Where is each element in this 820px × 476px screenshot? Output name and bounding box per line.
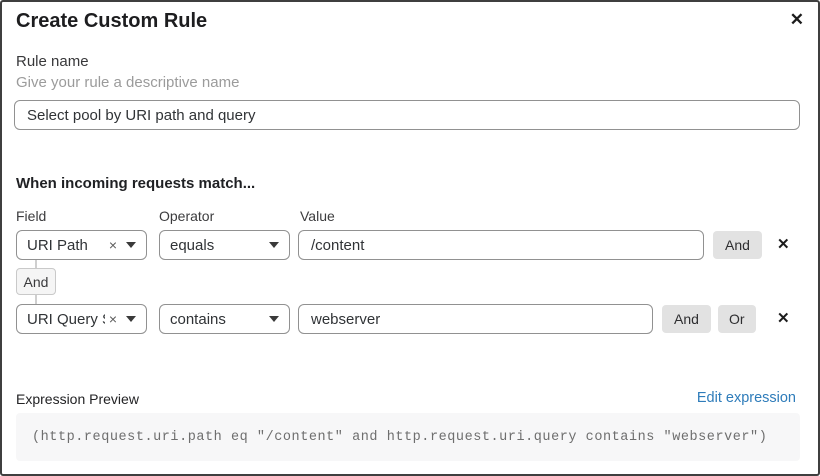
connector-line <box>35 260 37 268</box>
value-column-label: Value <box>300 208 335 224</box>
match-heading: When incoming requests match... <box>16 175 256 192</box>
value-input-row1[interactable] <box>298 230 704 260</box>
operator-dropdown-row1[interactable]: equals <box>159 230 290 260</box>
field-dropdown-row1[interactable]: URI Path × <box>16 230 147 260</box>
edit-expression-link[interactable]: Edit expression <box>696 390 796 406</box>
rule-name-label: Rule name <box>16 53 89 70</box>
field-column-label: Field <box>16 208 47 224</box>
rule-name-hint: Give your rule a descriptive name <box>16 74 240 91</box>
expression-preview-code: (http.request.uri.path eq "/content" and… <box>32 429 768 445</box>
chevron-down-icon <box>269 242 279 248</box>
value-input-row2[interactable] <box>298 304 653 334</box>
delete-row2-icon[interactable]: ✕ <box>777 310 790 327</box>
dialog-title: Create Custom Rule <box>16 10 208 32</box>
field-dropdown-row2-value: URI Query St... <box>27 310 105 328</box>
field-dropdown-row1-value: URI Path <box>27 236 88 254</box>
chevron-down-icon <box>126 242 136 248</box>
operator-column-label: Operator <box>159 208 215 224</box>
connector-line <box>35 295 37 304</box>
clear-icon[interactable]: × <box>108 311 117 327</box>
close-icon[interactable]: ✕ <box>786 7 808 32</box>
rule-name-input[interactable] <box>14 100 800 130</box>
or-button-row2[interactable]: Or <box>718 305 756 333</box>
and-button-row1[interactable]: And <box>713 231 762 259</box>
chevron-down-icon <box>126 316 136 322</box>
operator-dropdown-row1-value: equals <box>170 236 215 254</box>
expression-preview-label: Expression Preview <box>16 391 139 407</box>
field-dropdown-row2[interactable]: URI Query St... × <box>16 304 147 334</box>
operator-dropdown-row2[interactable]: contains <box>159 304 290 334</box>
delete-row1-icon[interactable]: ✕ <box>777 236 790 253</box>
expression-preview-box: (http.request.uri.path eq "/content" and… <box>16 413 800 461</box>
chevron-down-icon <box>269 316 279 322</box>
and-button-row2[interactable]: And <box>662 305 711 333</box>
operator-dropdown-row2-value: contains <box>170 310 226 328</box>
clear-icon[interactable]: × <box>108 237 117 253</box>
and-connector[interactable]: And <box>16 268 56 295</box>
